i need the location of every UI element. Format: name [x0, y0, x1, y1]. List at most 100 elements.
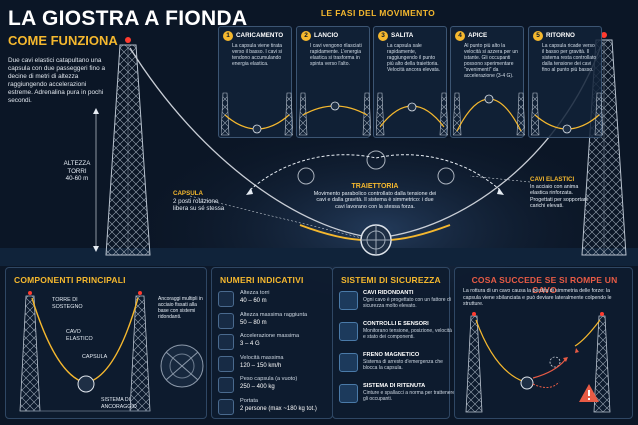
- stat-value: 250 – 400 kg: [240, 384, 275, 390]
- components-diagram: [19, 291, 204, 412]
- sensor-icon: [339, 322, 358, 341]
- warning-light-icon: [125, 37, 131, 43]
- main-capsule: [360, 224, 392, 256]
- failure-panel: COSA SUCCEDE SE SI ROMPE UN CAVO La rott…: [454, 267, 633, 419]
- page-title: LA GIOSTRA A FIONDA: [8, 7, 248, 30]
- stat-label: Altezza torri: [240, 290, 270, 296]
- safety-item-description: Cinture e spallacci a norma per trattene…: [363, 390, 455, 402]
- tower-label: TORRE DI SOSTEGNO: [52, 297, 83, 310]
- safety-item-name: CAVI RIDONDANTI: [363, 290, 414, 296]
- capsule-callout: CAPSULA 2 posti rotazione libera su sé s…: [173, 190, 225, 212]
- warning-light-icon: [600, 312, 604, 316]
- stat-row: Altezza torri 40 – 60 m: [218, 290, 332, 312]
- stat-label: Accelerazione massima: [240, 333, 300, 339]
- failure-title: COSA SUCCEDE SE SI ROMPE UN CAVO: [471, 275, 618, 295]
- phase-name: CARICAMENTO: [236, 32, 284, 39]
- phase-number: 2: [301, 31, 311, 41]
- capsule-label: CAPSULA: [82, 354, 108, 360]
- page-subtitle: COME FUNZIONA: [8, 33, 118, 48]
- phase-illustration: [453, 92, 525, 136]
- stat-row: Peso capsula (a vuoto) 250 – 400 kg: [218, 376, 332, 398]
- phase-description: Al punto più alto la velocità si azzera …: [464, 43, 518, 80]
- warning-icon: [579, 384, 599, 402]
- phase-name: RITORNO: [546, 32, 575, 39]
- stat-label: Portata: [240, 397, 259, 404]
- stat-label: Velocità massima: [240, 354, 284, 361]
- phase-number: 4: [455, 31, 465, 41]
- capsule-icon: [77, 375, 95, 393]
- trajectory-path: [249, 154, 501, 191]
- warning-light-icon: [28, 291, 32, 295]
- components-panel: COMPONENTI PRINCIPALI TORRE DI SOSTEGNO …: [5, 267, 207, 419]
- stat-icon: [218, 377, 234, 393]
- stat-label: Peso capsula (a vuoto): [240, 376, 298, 382]
- safety-title: SISTEMI DI SICUREZZA: [341, 275, 441, 285]
- phase-illustration: [221, 92, 293, 136]
- phase-description: La capsula ricade verso il basso per gra…: [542, 43, 597, 74]
- stat-value: 50 – 80 m: [240, 319, 267, 326]
- safety-item-description: Monitorano tensione, posizione, velocità…: [363, 328, 452, 340]
- left-cable: [129, 47, 377, 239]
- anchor-description: Ancoraggi multipli in acciaio fissati al…: [158, 296, 203, 320]
- safety-item-name: FRENO MAGNETICO: [363, 352, 420, 358]
- stat-icon: [218, 355, 234, 372]
- stat-value: 3 – 4 G: [240, 341, 260, 347]
- seatbelt-icon: [339, 384, 358, 403]
- left-tower: [105, 37, 151, 256]
- stat-icon: [218, 291, 234, 307]
- warning-light-icon: [472, 312, 476, 316]
- trajectory-callout: TRAIETTORIA Movimento parabolico control…: [313, 183, 437, 211]
- stat-label: Altezza massima raggiunta: [240, 311, 308, 318]
- intro-text: Due cavi elastici catapultano una capsul…: [8, 57, 105, 104]
- tower-height-label: ALTEZZA TORRI 40-60 m: [63, 160, 91, 182]
- phase-name: APICE: [468, 32, 488, 39]
- phase-illustration: [299, 92, 371, 136]
- stat-icon: [218, 398, 234, 415]
- phase-illustration: [376, 92, 448, 136]
- phase-description: I cavi vengono rilasciati rapidamente. L…: [310, 43, 362, 68]
- anchor-label: SISTEMA DI ANCORAGGIO: [101, 397, 137, 410]
- warning-light-icon: [138, 291, 142, 295]
- safety-item-description: Sistema di arresto d'emergenza che blocc…: [363, 359, 443, 371]
- phase-name: LANCIO: [314, 32, 339, 39]
- safety-item-name: CONTROLLI E SENSORI: [363, 321, 429, 327]
- phase-description: La capsula sale rapidamente, raggiungend…: [387, 43, 441, 74]
- shield-icon: [339, 291, 358, 310]
- stat-icon: [218, 334, 234, 350]
- phase-number: 1: [223, 31, 233, 41]
- phase-number: 5: [533, 31, 543, 41]
- failure-diagram: [465, 312, 611, 413]
- safety-item-name: SISTEMA DI RITENUTA: [363, 383, 426, 389]
- capsule-ghost: [297, 150, 455, 185]
- stat-value: 2 persone (max ~180 kg tot.): [240, 405, 317, 412]
- phases-title: LE FASI DEL MOVIMENTO: [320, 8, 436, 18]
- safety-item-description: Ogni cavo è progettato con un fattore di…: [363, 297, 451, 309]
- cables-callout: CAVI ELASTICI In acciaio con anima elast…: [530, 176, 589, 209]
- numbers-panel: NUMERI INDICATIVI Altezza torri 40 – 60 m…: [211, 267, 333, 419]
- phase-number: 3: [378, 31, 388, 41]
- stat-value: 120 – 150 km/h: [240, 362, 282, 369]
- failure-description: La rottura di un cavo causa la perdita d…: [463, 288, 612, 307]
- numbers-title: NUMERI INDICATIVI: [220, 275, 304, 285]
- cable-label: CAVO ELASTICO: [66, 329, 93, 342]
- phase-illustration: [531, 92, 603, 136]
- warning-light-icon: [601, 32, 607, 38]
- stat-icon: [218, 312, 234, 329]
- magnet-icon: [339, 353, 358, 372]
- stat-value: 40 – 60 m: [240, 298, 267, 304]
- components-title: COMPONENTI PRINCIPALI: [14, 275, 126, 285]
- phase-description: La capsula viene tirata verso il basso. …: [232, 43, 283, 68]
